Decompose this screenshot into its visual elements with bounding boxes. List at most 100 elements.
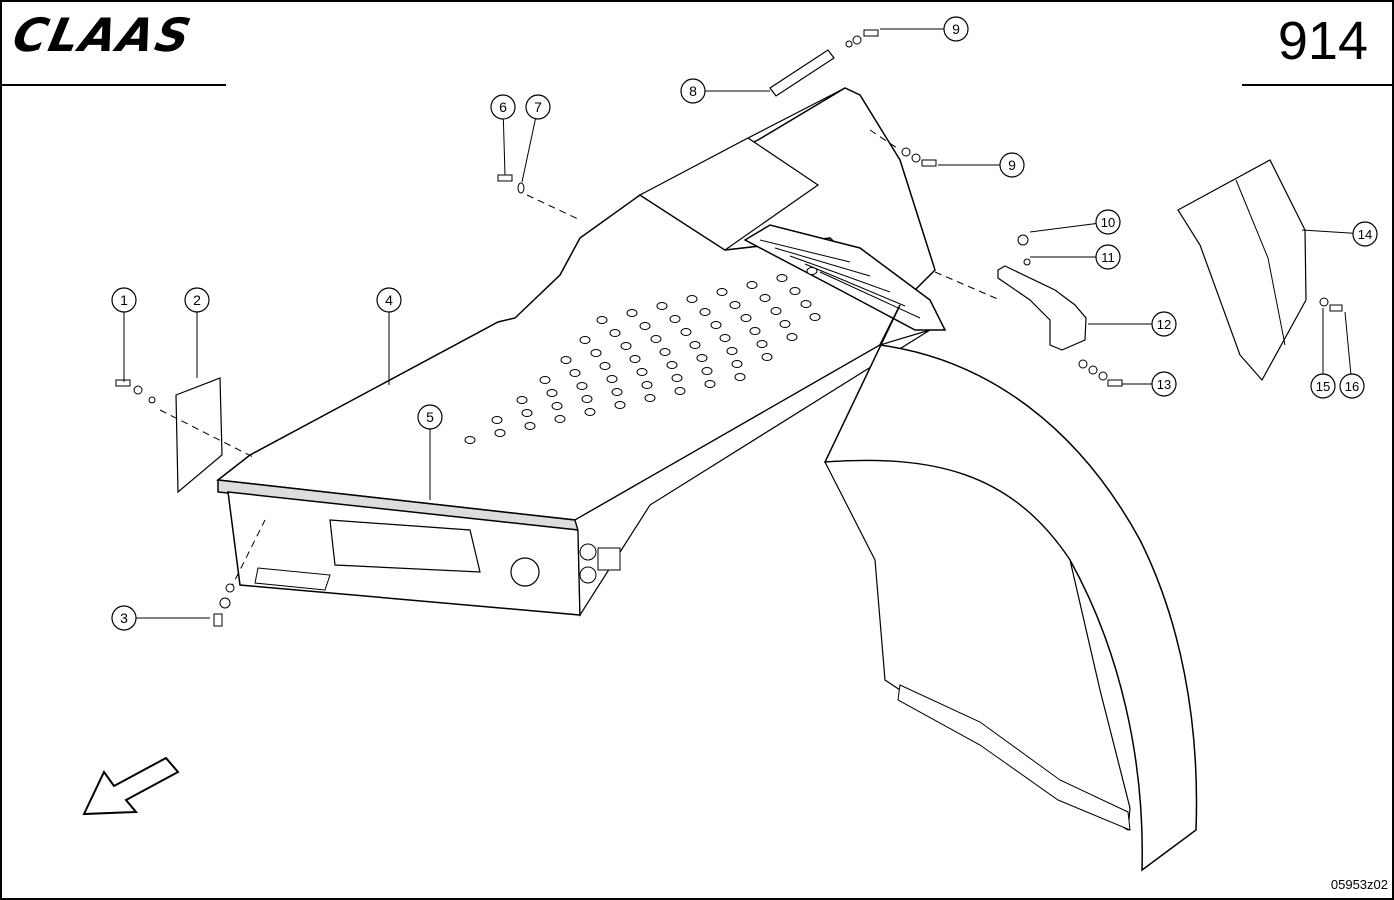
perforation-hole bbox=[800, 300, 812, 308]
box-plate bbox=[597, 547, 621, 571]
perforation-hole bbox=[770, 307, 782, 315]
perforation-hole bbox=[680, 328, 692, 336]
callout-number: 9 bbox=[1008, 157, 1016, 173]
perforation-hole bbox=[699, 308, 711, 316]
perforation-hole bbox=[740, 314, 752, 322]
callout-2: 2 bbox=[184, 287, 210, 378]
perforation-hole bbox=[620, 342, 632, 350]
perforation-hole bbox=[701, 367, 713, 375]
callout-balloon bbox=[999, 152, 1025, 178]
cover-plate bbox=[175, 377, 223, 494]
callout-number: 10 bbox=[1101, 215, 1115, 230]
perforation-holes bbox=[464, 267, 821, 444]
perforation-hole bbox=[569, 369, 581, 377]
perforation-hole bbox=[636, 368, 648, 376]
callout-8: 8 bbox=[680, 78, 770, 104]
callout-balloon bbox=[417, 404, 443, 430]
side-panel-lower-slot bbox=[254, 567, 331, 591]
callout-16: 16 bbox=[1339, 311, 1365, 399]
perforation-hole bbox=[626, 309, 638, 317]
callout-balloon bbox=[111, 287, 137, 313]
perforation-hole bbox=[659, 348, 671, 356]
perforation-hole bbox=[579, 336, 591, 344]
callout-11: 11 bbox=[1030, 244, 1121, 270]
perforation-hole bbox=[666, 361, 678, 369]
callout-balloon bbox=[1352, 221, 1378, 247]
perforation-hole bbox=[779, 320, 791, 328]
perforation-hole bbox=[789, 287, 801, 295]
clamp-strip bbox=[769, 49, 835, 97]
callout-balloon bbox=[1310, 373, 1336, 399]
perforation-hole bbox=[669, 315, 681, 323]
callout-4: 4 bbox=[376, 287, 402, 385]
side-panel-cutout bbox=[329, 519, 481, 573]
perforation-hole bbox=[521, 409, 533, 417]
callout-balloon bbox=[943, 16, 969, 42]
perforation-hole bbox=[494, 429, 506, 437]
assembly-lines bbox=[159, 129, 1001, 591]
rear-housing-top bbox=[638, 137, 820, 251]
callout-9: 9 bbox=[880, 16, 969, 42]
perforation-hole bbox=[609, 329, 621, 337]
perforation-hole bbox=[491, 416, 503, 424]
callout-number: 12 bbox=[1157, 317, 1171, 332]
perforation-hole bbox=[599, 362, 611, 370]
side-shield-fold bbox=[1235, 179, 1286, 346]
perforation-hole bbox=[704, 380, 716, 388]
perforation-hole bbox=[806, 267, 818, 275]
mounting-bracket bbox=[997, 265, 1087, 351]
perforation-hole bbox=[671, 374, 683, 382]
callout-5: 5 bbox=[417, 404, 443, 500]
callout-14: 14 bbox=[1301, 221, 1378, 247]
callout-6: 6 bbox=[490, 94, 516, 176]
perforation-hole bbox=[716, 288, 728, 296]
callout-balloon bbox=[111, 605, 137, 631]
callout-15: 15 bbox=[1310, 308, 1336, 399]
perforation-hole bbox=[584, 408, 596, 416]
housing-edge bbox=[747, 87, 846, 139]
leader-line bbox=[521, 106, 539, 183]
callout-balloon bbox=[1151, 311, 1177, 337]
callout-balloon bbox=[1095, 209, 1121, 235]
perforation-hole bbox=[539, 376, 551, 384]
callout-balloon bbox=[376, 287, 402, 313]
callout-balloon bbox=[1095, 244, 1121, 270]
callout-12: 12 bbox=[1088, 311, 1177, 337]
perforation-hole bbox=[464, 436, 476, 444]
perforation-hole bbox=[731, 360, 743, 368]
callout-number: 7 bbox=[534, 99, 542, 115]
perforation-hole bbox=[759, 294, 771, 302]
perforation-hole bbox=[689, 341, 701, 349]
perforation-hole bbox=[524, 422, 536, 430]
perforation-hole bbox=[729, 301, 741, 309]
callout-9: 9 bbox=[938, 152, 1025, 178]
perforation-hole bbox=[786, 333, 798, 341]
perforation-hole bbox=[710, 321, 722, 329]
fender-flap bbox=[897, 684, 1131, 831]
callout-balloon bbox=[1151, 371, 1177, 397]
perforation-hole bbox=[674, 387, 686, 395]
callout-number: 5 bbox=[426, 409, 434, 425]
perforation-hole bbox=[611, 388, 623, 396]
perforation-hole bbox=[641, 381, 653, 389]
perforation-hole bbox=[551, 402, 563, 410]
callout-balloon bbox=[184, 287, 210, 313]
callout-1: 1 bbox=[111, 287, 137, 382]
direction-arrow bbox=[82, 756, 180, 816]
callout-number: 14 bbox=[1358, 227, 1372, 242]
perforation-hole bbox=[554, 415, 566, 423]
callout-10: 10 bbox=[1029, 209, 1121, 235]
side-shield bbox=[1177, 159, 1307, 382]
perforation-hole bbox=[734, 373, 746, 381]
perforation-hole bbox=[746, 281, 758, 289]
perforation-hole bbox=[590, 349, 602, 357]
perforation-hole bbox=[686, 295, 698, 303]
grille-slats bbox=[759, 239, 921, 319]
perforation-hole bbox=[596, 316, 608, 324]
perforation-hole bbox=[644, 394, 656, 402]
perforation-hole bbox=[719, 334, 731, 342]
perforation-hole bbox=[629, 355, 641, 363]
